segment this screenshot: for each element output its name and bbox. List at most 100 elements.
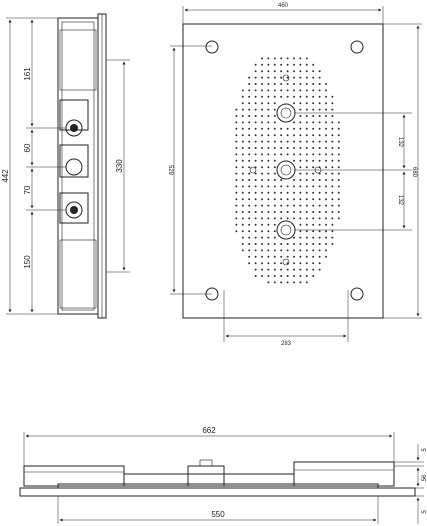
nozzle-dot (261, 217, 263, 220)
nozzle-dot (318, 147, 321, 149)
nozzle-dot (261, 134, 263, 137)
nozzle-dot (305, 147, 308, 149)
nozzle-dot (235, 230, 238, 233)
nozzle-dot (273, 70, 276, 73)
nozzle-dot (286, 262, 289, 265)
nozzle-dot (254, 115, 257, 117)
nozzle-dot (305, 121, 308, 124)
valve-3-body (59, 192, 89, 224)
nozzle-dot (331, 127, 334, 130)
nozzle-dot (312, 121, 315, 124)
nozzle-dot (241, 147, 244, 149)
nozzle-dot (241, 179, 244, 181)
nozzle-dot (248, 243, 251, 245)
nozzle-dot (286, 83, 289, 85)
nozzle-dot (293, 185, 295, 188)
nozzle-dot (261, 121, 263, 124)
nozzle-dot (273, 262, 276, 265)
nozzle-dot (337, 147, 340, 149)
nozzle-dot (261, 115, 263, 117)
nozzle-dot (235, 108, 238, 111)
nozzle-dot (286, 134, 289, 137)
nozzle-dot (293, 275, 295, 277)
nozzle-dot (318, 76, 321, 79)
nozzle-dot (261, 211, 263, 213)
nozzle-dot (293, 89, 295, 92)
nozzle-dot (267, 172, 270, 175)
nozzle-dot (267, 179, 270, 181)
nozzle-dot (331, 172, 334, 175)
nozzle-dot (261, 108, 263, 111)
nozzle-dot (325, 230, 327, 233)
nozzle-dot (325, 127, 327, 130)
nozzle-dot (318, 153, 321, 156)
nozzle-dot (286, 204, 289, 207)
nozzle-dot (261, 204, 263, 207)
nozzle-dot (254, 63, 257, 66)
nozzle-dot (254, 102, 257, 105)
nozzle-dot (305, 191, 308, 194)
nozzle-dot (331, 230, 334, 233)
nozzle-dot (235, 185, 238, 188)
nozzle-dot (267, 115, 270, 117)
nozzle-dot (325, 134, 327, 137)
nozzle-dot (312, 159, 315, 162)
nozzle-dot (235, 159, 238, 162)
nozzle-dot (312, 70, 315, 73)
nozzle-dot (254, 179, 257, 181)
nozzle-dot (325, 198, 327, 201)
dim-161-label: 161 (23, 67, 32, 81)
nozzle-dot (248, 198, 251, 201)
nozzle-dot (312, 140, 315, 143)
nozzle-dot (273, 63, 276, 66)
nozzle-dot (305, 217, 308, 220)
nozzle-dot (325, 223, 327, 226)
nozzle-dot (299, 198, 302, 201)
nozzle-dot (261, 179, 263, 181)
nozzle-dot (299, 159, 302, 162)
nozzle-dot (312, 179, 315, 181)
nozzle-dot (261, 70, 263, 73)
nozzle-dot (254, 172, 257, 175)
nozzle-dot (299, 249, 302, 252)
nozzle-dot (273, 223, 276, 226)
nozzle-dot (318, 89, 321, 92)
nozzle-dot (293, 102, 295, 105)
nozzle-dot (293, 249, 295, 252)
nozzle-dot (248, 223, 251, 226)
nozzle-dot (267, 255, 270, 258)
nozzle-dot (267, 243, 270, 245)
nozzle-dot (286, 127, 289, 130)
nozzle-dot (261, 147, 263, 149)
nozzle-dot (312, 127, 315, 130)
nozzle-dot (325, 108, 327, 111)
nozzle-dot (305, 153, 308, 156)
nozzle-dot (273, 217, 276, 220)
side-housing-inner (61, 21, 95, 311)
nozzle-dot (254, 217, 257, 220)
nozzle-dot (331, 204, 334, 207)
valve-2-body (59, 144, 89, 178)
nozzle-dot (241, 166, 244, 169)
nozzle-dot (312, 83, 315, 85)
nozzle-dot (312, 249, 315, 252)
nozzle-dot (235, 172, 238, 175)
nozzle-dot (312, 204, 315, 207)
nozzle-dot (280, 268, 283, 271)
nozzle-dot (280, 249, 283, 252)
nozzle-dot (235, 147, 238, 149)
nozzle-dot (331, 236, 334, 239)
nozzle-dot (299, 83, 302, 85)
nozzle-dot (299, 121, 302, 124)
nozzle-dot (293, 236, 295, 239)
nozzle-dot (280, 243, 283, 245)
nozzle-dot (248, 249, 251, 252)
nozzle-dot (312, 76, 315, 79)
nozzle-dot (267, 198, 270, 201)
nozzle-dot (254, 134, 257, 137)
nozzle-dot (273, 134, 276, 137)
nozzle-dot (254, 255, 257, 258)
nozzle-dot (305, 268, 308, 271)
bottom-box-right (293, 461, 395, 487)
dim-662-label: 662 (202, 426, 216, 435)
